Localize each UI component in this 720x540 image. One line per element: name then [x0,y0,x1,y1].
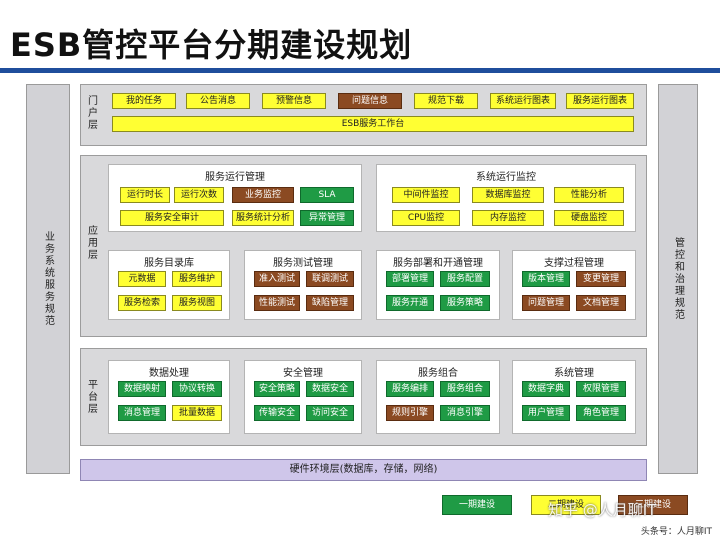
block-item: 性能测试 [254,295,300,311]
group-title: 服务组合 [418,368,458,379]
block-item: 规则引擎 [386,405,434,421]
block-item: 数据库监控 [472,187,544,203]
block-item: 问题管理 [522,295,570,311]
group-title: 服务部署和开通管理 [393,258,483,269]
block-item: 协议转换 [172,381,222,397]
block-item: 服务维护 [172,271,222,287]
block-item: 数据映射 [118,381,166,397]
block-item: 部署管理 [386,271,434,287]
left-spec-panel: 业务系统服务规范 [26,84,70,474]
group-title: 系统管理 [554,368,594,379]
portal-item: 规范下载 [414,93,478,109]
block-item: 硬盘监控 [554,210,624,226]
block-item: 元数据 [118,271,166,287]
block-item: 服务统计分析 [232,210,294,226]
group-title: 支撑过程管理 [544,258,604,269]
block-item: 角色管理 [576,405,626,421]
credit-text: 头条号：人月聊IT [640,527,712,537]
portal-item: 服务运行图表 [566,93,634,109]
portal-layer-label: 门户层 [88,96,98,131]
group-system-management: 系统管理 [512,360,636,434]
group-service-compose: 服务组合 [376,360,500,434]
group-title: 系统运行监控 [476,172,536,183]
group-title: 安全管理 [283,368,323,379]
page-title: ESB管控平台分期建设规划 [10,26,413,64]
portal-item: 我的任务 [112,93,176,109]
block-item: 中间件监控 [392,187,460,203]
hardware-layer: 硬件环境层(数据库，存储，网络) [80,459,647,481]
portal-item: 问题信息 [338,93,402,109]
block-item: 消息管理 [118,405,166,421]
block-item: 数据安全 [306,381,354,397]
legend-phase-1: 一期建设 [442,495,512,515]
block-item: 用户管理 [522,405,570,421]
block-item: 性能分析 [554,187,624,203]
block-item: 准入测试 [254,271,300,287]
right-spec-panel: 管控和治理规范 [658,84,698,474]
block-item: 安全策略 [254,381,300,397]
block-item: 权限管理 [576,381,626,397]
group-security: 安全管理 [244,360,362,434]
block-item: 服务配置 [440,271,490,287]
block-item: CPU监控 [392,210,460,226]
block-item: 文档管理 [576,295,626,311]
block-item: 内存监控 [472,210,544,226]
block-item: SLA [300,187,354,203]
block-item: 运行时长 [120,187,170,203]
block-item: 运行次数 [174,187,224,203]
block-item: 访问安全 [306,405,354,421]
block-item: 服务视图 [172,295,222,311]
block-item: 版本管理 [522,271,570,287]
block-item: 服务开通 [386,295,434,311]
block-item: 服务组合 [440,381,490,397]
title-divider [0,68,720,73]
block-item: 变更管理 [576,271,626,287]
block-item: 服务检索 [118,295,166,311]
block-item: 联调测试 [306,271,354,287]
portal-item: 预警信息 [262,93,326,109]
group-title: 服务运行管理 [205,172,265,183]
block-item: 服务策略 [440,295,490,311]
portal-item: 系统运行图表 [490,93,556,109]
legend-phase-3: 三期建设 [618,495,688,515]
left-spec-label: 业务系统服务规范 [42,231,54,327]
block-item: 消息引擎 [440,405,490,421]
block-item: 传输安全 [254,405,300,421]
group-title: 服务测试管理 [273,258,333,269]
right-spec-label: 管控和治理规范 [672,237,684,321]
legend-phase-2: 二期建设 [531,495,601,515]
block-item: 缺陷管理 [306,295,354,311]
application-layer-label: 应用层 [88,226,98,261]
block-item: 批量数据 [172,405,222,421]
group-title: 服务目录库 [144,258,194,269]
portal-item: 公告消息 [186,93,250,109]
group-title: 数据处理 [149,368,189,379]
block-item: 业务监控 [232,187,294,203]
watermark: 知乎 @人月聊IT [548,501,657,519]
block-item: 异常管理 [300,210,354,226]
block-item: 数据字典 [522,381,570,397]
platform-layer-label: 平台层 [88,380,98,415]
block-item: 服务安全审计 [120,210,224,226]
block-item: 服务编排 [386,381,434,397]
esb-workbench-bar: ESB服务工作台 [112,116,634,132]
group-data-processing: 数据处理 [108,360,230,434]
